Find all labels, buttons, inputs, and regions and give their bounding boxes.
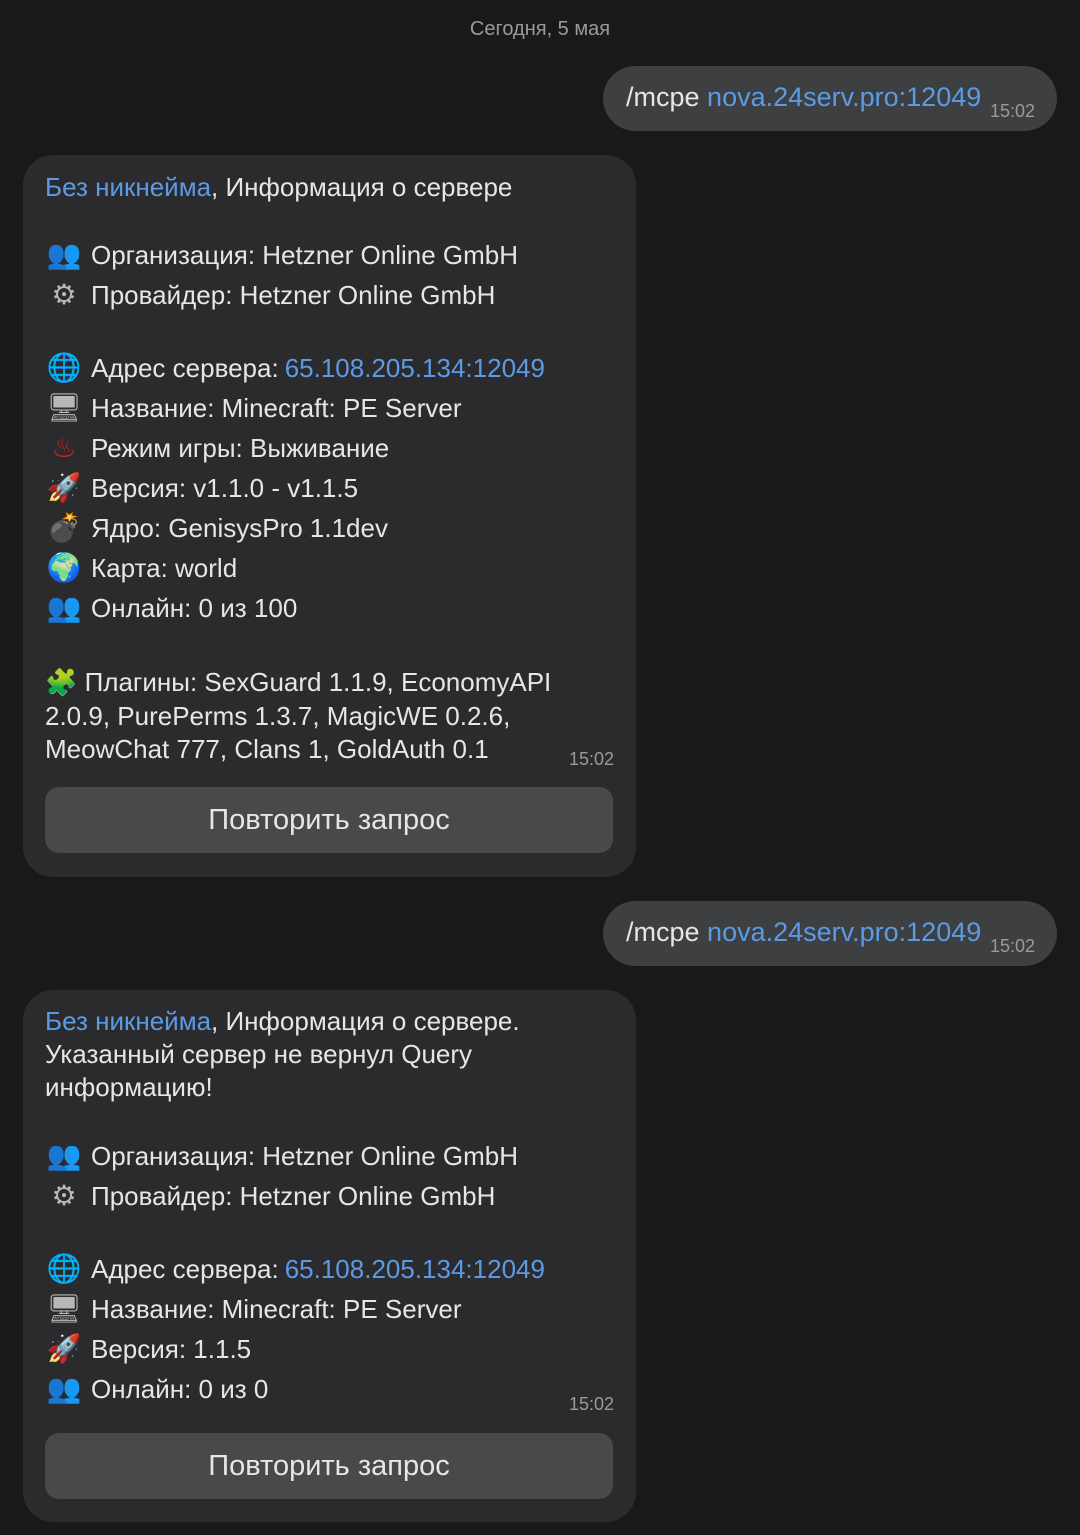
message-title: , Информация о сервере: [211, 172, 513, 202]
org-text: Организация: Hetzner Online GmbH: [91, 240, 519, 270]
globe-icon: 🌐: [46, 1252, 82, 1285]
mode-text: Режим игры: Выживание: [91, 433, 390, 463]
address-link[interactable]: 65.108.205.134:12049: [284, 353, 545, 383]
mention-link[interactable]: Без никнейма: [45, 172, 212, 202]
org-text: Организация: Hetzner Online GmbH: [91, 1141, 519, 1171]
online-text: Онлайн: 0 из 100: [91, 593, 298, 623]
date-header: Сегодня, 5 мая: [469, 18, 611, 40]
mention-link[interactable]: Без никнейма: [45, 1006, 212, 1036]
address-link[interactable]: 65.108.205.134:12049: [284, 1254, 545, 1284]
provider-text: Провайдер: Hetzner Online GmbH: [91, 1181, 496, 1211]
address-label: Адрес сервера:: [91, 353, 279, 383]
name-text: Название: Minecraft: PE Server: [91, 1294, 462, 1324]
globe-icon: 🌐: [46, 351, 82, 384]
provider-text: Провайдер: Hetzner Online GmbH: [91, 280, 496, 310]
message-title: , Информация о сервере. Указанный сервер…: [45, 1006, 520, 1102]
bot-message: Без никнейма, Информация о сервере 👥 Орга…: [23, 155, 636, 877]
server-link[interactable]: nova.24serv.pro:12049: [707, 917, 982, 947]
retry-request-button[interactable]: Повторить запрос: [45, 787, 613, 853]
plugins-text: Плагины: SexGuard 1.1.9, EconomyAPI 2.0.…: [45, 667, 552, 764]
command-text: /mcpe: [626, 82, 700, 112]
version-text: Версия: v1.1.0 - v1.1.5: [91, 473, 359, 503]
earth-icon: 🌍: [46, 551, 82, 584]
people-icon: 👥: [46, 1372, 82, 1405]
bomb-icon: 💣: [46, 511, 82, 544]
retry-request-button[interactable]: Повторить запрос: [45, 1433, 613, 1499]
address-label: Адрес сервера:: [91, 1254, 279, 1284]
command-text: /mcpe: [626, 917, 700, 947]
message-time: 15:02: [568, 749, 614, 769]
core-text: Ядро: GenisysPro 1.1dev: [91, 513, 388, 543]
message-time: 15:02: [568, 1394, 614, 1414]
name-text: Название: Minecraft: PE Server: [91, 393, 462, 423]
map-text: Карта: world: [91, 553, 238, 583]
people-icon: 👥: [46, 1139, 82, 1172]
monitor-icon: 🖥: [46, 1292, 82, 1325]
people-icon: 👥: [46, 238, 82, 271]
people-icon: 👥: [46, 591, 82, 624]
version-text: Версия: 1.1.5: [91, 1334, 252, 1364]
outgoing-message: /mcpe nova.24serv.pro:12049 15:02: [603, 66, 1057, 131]
message-time: 15:02: [989, 936, 1035, 956]
puzzle-icon: 🧩: [45, 668, 78, 698]
rocket-icon: 🚀: [46, 1332, 82, 1365]
gear-icon: ⚙: [51, 278, 77, 311]
server-link[interactable]: nova.24serv.pro:12049: [707, 82, 982, 112]
online-text: Онлайн: 0 из 0: [91, 1374, 269, 1404]
outgoing-message: /mcpe nova.24serv.pro:12049 15:02: [603, 901, 1057, 966]
gear-icon: ⚙: [51, 1179, 77, 1212]
hot-springs-icon: ♨: [51, 431, 77, 464]
monitor-icon: 🖥: [46, 391, 82, 424]
rocket-icon: 🚀: [46, 471, 82, 504]
bot-message: Без никнейма, Информация о сервере. Указ…: [23, 990, 636, 1522]
message-time: 15:02: [989, 101, 1035, 121]
